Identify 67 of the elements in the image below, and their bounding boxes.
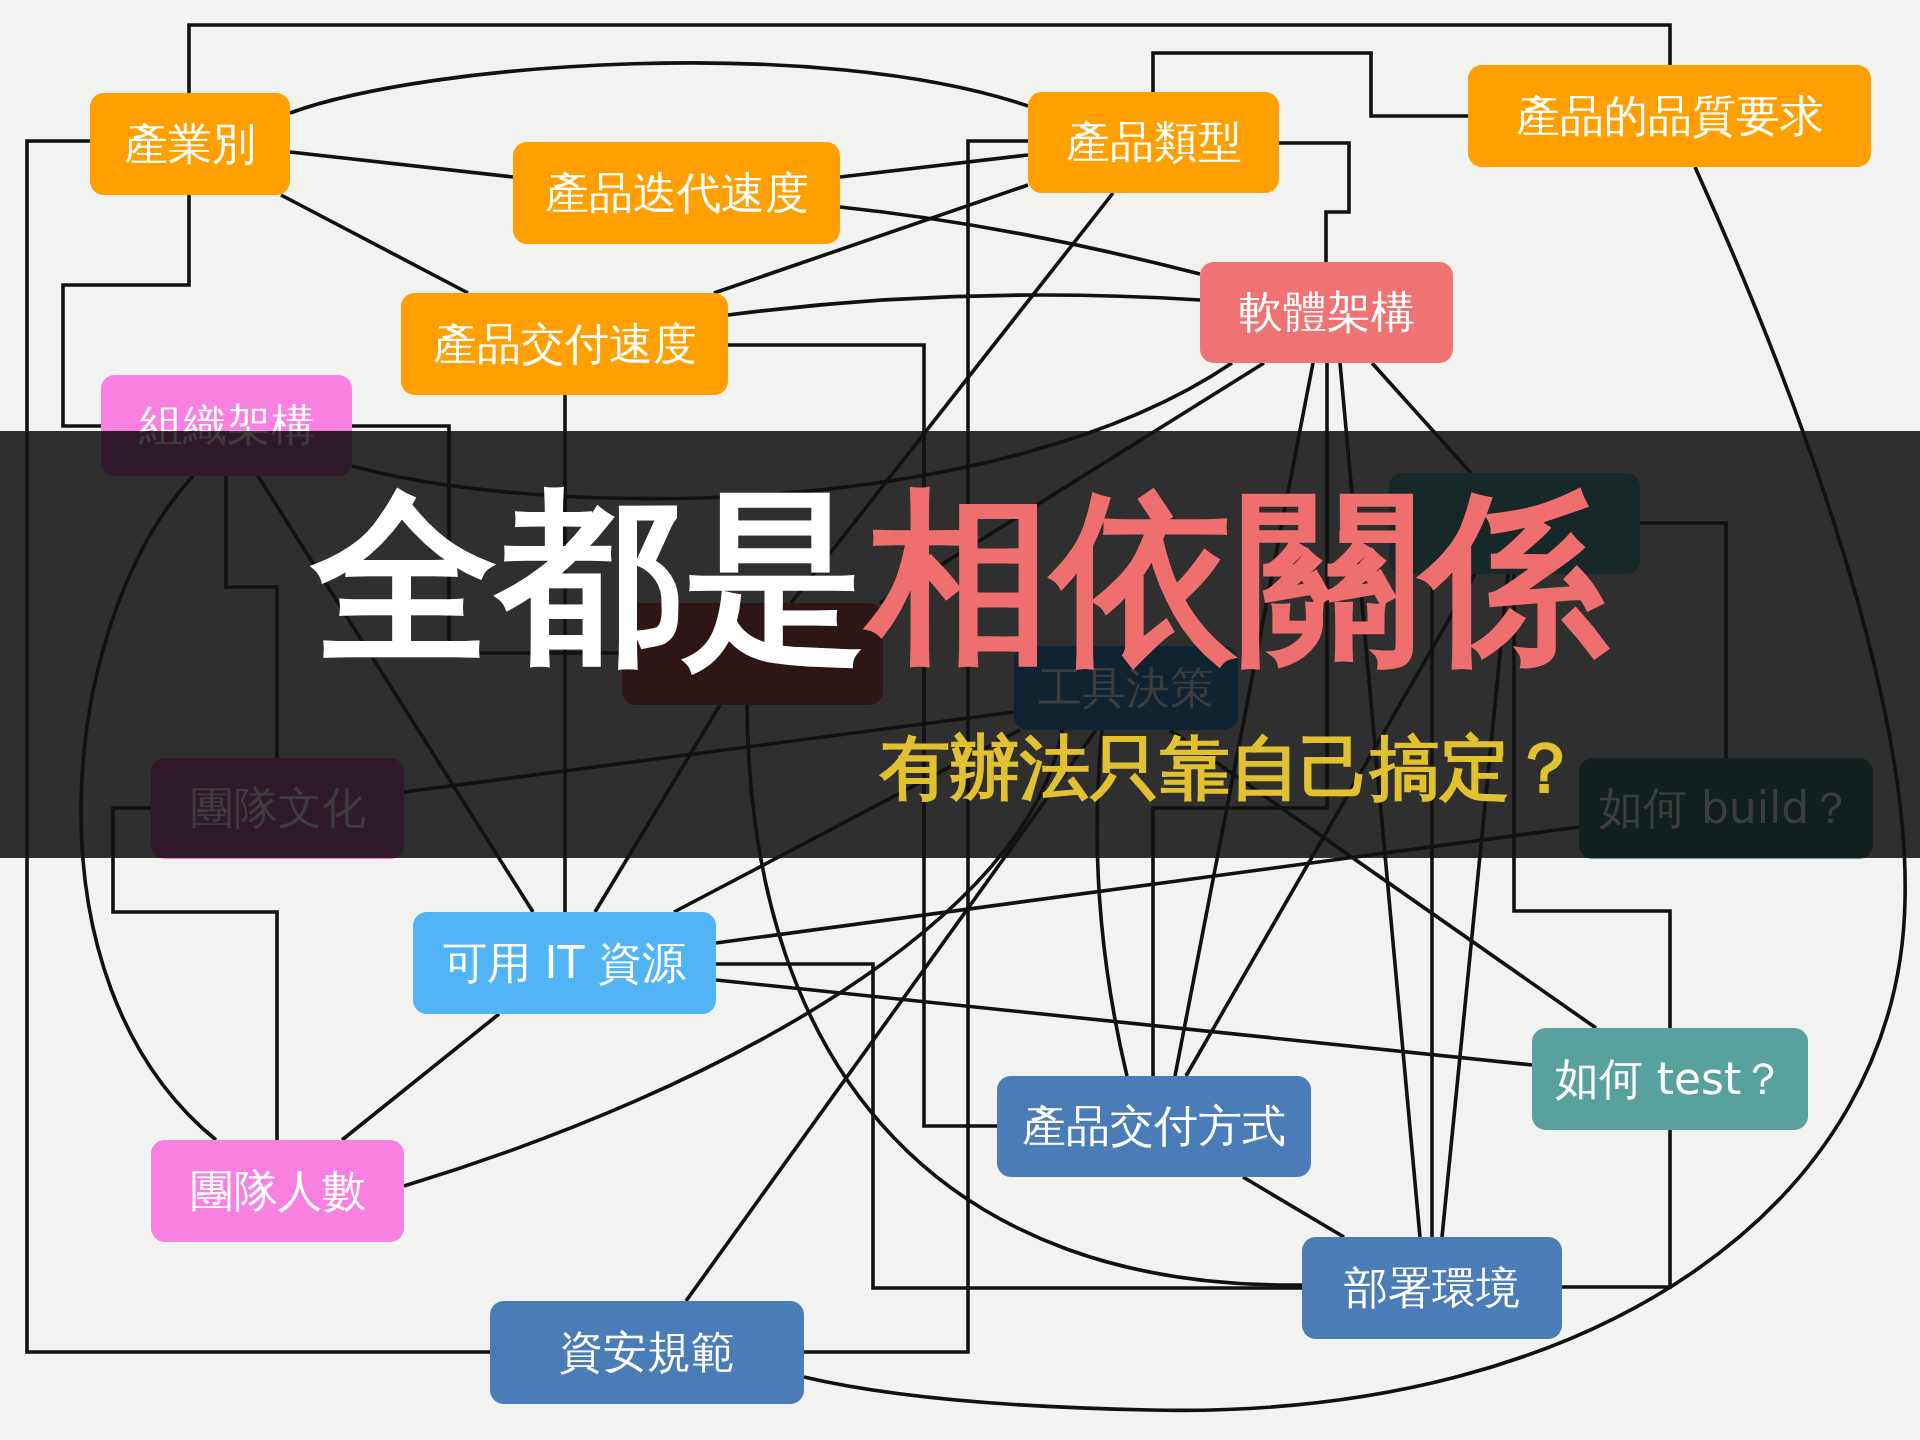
- connector-line: [1168, 728, 1598, 1030]
- connector-line: [716, 962, 1302, 1290]
- topic-box: [997, 1076, 1311, 1177]
- connector-line: [280, 193, 469, 295]
- connector-line: [403, 729, 1064, 1188]
- connector-line: [1512, 574, 1672, 1028]
- connector-line: [789, 191, 1115, 605]
- connector-line: [593, 704, 722, 913]
- connector-line: [61, 195, 191, 428]
- connector-line: [403, 710, 1015, 794]
- connector-line: [1640, 521, 1728, 758]
- topic-box: [1028, 92, 1279, 193]
- connector-line: [289, 61, 1029, 115]
- connector-line: [1242, 1175, 1345, 1239]
- node-label: 產品迭代速度: [544, 167, 809, 219]
- connector-line: [715, 825, 1580, 945]
- connector-line: [1095, 729, 1129, 1077]
- topic-box: [1579, 758, 1873, 859]
- topic-box: [90, 93, 290, 195]
- connector-line: [803, 166, 1907, 1412]
- topic-box: [1200, 262, 1453, 363]
- connector-line: [1151, 51, 1468, 118]
- node-label: 資安規範: [559, 1327, 735, 1378]
- connector-line: [727, 293, 1201, 317]
- connector-line: [1562, 1130, 1672, 1289]
- node-label: 團隊人數: [189, 1165, 366, 1217]
- node-label: 產品的品質要求: [1515, 90, 1824, 142]
- connector-line: [111, 806, 279, 1140]
- connector-line: [79, 474, 218, 1142]
- topic-box: [413, 912, 716, 1014]
- node-label: 部署環境: [1344, 1262, 1520, 1314]
- connector-line: [715, 978, 1533, 1067]
- node-label: 產品類型: [1065, 117, 1242, 168]
- node-label: 產品交付速度: [432, 318, 697, 370]
- connector-line: [1173, 362, 1315, 1077]
- topic-box: [151, 758, 404, 859]
- connector-line: [351, 361, 1233, 500]
- topic-box: [1468, 65, 1871, 167]
- node-label: 產品交付方式: [1022, 1101, 1286, 1152]
- connector-line: [25, 139, 490, 1354]
- connector-line: [187, 23, 1672, 93]
- connector-line: [289, 150, 514, 179]
- node-label: 如何 test？: [1554, 1053, 1786, 1105]
- connector-line: [1440, 573, 1510, 1238]
- subtitle: 有辦法只靠自己搞定？: [880, 733, 1580, 803]
- topic-box: [1532, 1028, 1808, 1130]
- connector-line: [1370, 361, 1473, 475]
- node-label: 軟體架構: [1238, 287, 1415, 338]
- connector-line: [745, 704, 1303, 1287]
- connector-line: [673, 728, 1021, 914]
- connector-line: [340, 1012, 501, 1142]
- topic-box: [513, 142, 840, 244]
- connector-line: [839, 205, 1201, 276]
- topic-box: [151, 1140, 404, 1242]
- connector-line: [684, 728, 1098, 1303]
- connector-line: [1279, 141, 1351, 262]
- topic-box: [401, 293, 728, 395]
- node-label: 可用 IT 資源: [442, 937, 687, 989]
- connector-line: [1151, 363, 1329, 1076]
- connector-line: [1184, 573, 1477, 1077]
- node-label: 產業別: [124, 118, 256, 170]
- connector-line: [224, 476, 279, 758]
- topic-box: [1302, 1237, 1562, 1339]
- topic-box: [490, 1301, 804, 1404]
- connector-line: [713, 183, 1029, 295]
- connector-line: [256, 475, 535, 913]
- connector-line: [839, 153, 1029, 179]
